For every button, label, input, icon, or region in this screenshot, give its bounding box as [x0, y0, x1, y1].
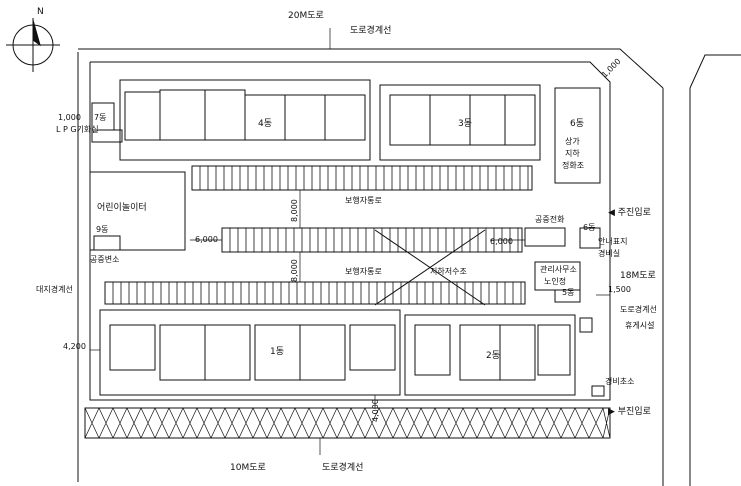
underground-tank-label: 지하저수조: [430, 266, 467, 276]
site-boundary: [77, 52, 611, 482]
east-road-boundary-label: 도로경계선: [620, 304, 657, 314]
parking-stalls: [112, 166, 529, 304]
dim-1000-ne: 1,000: [600, 57, 623, 80]
building-9-label: 9동: [96, 225, 108, 234]
pedestrian-road-label-1: 보행자통로: [345, 195, 382, 205]
dim-4200: 4,200: [63, 342, 86, 351]
dim-6000-west: 6,000: [195, 235, 218, 244]
north-arrow-icon: [6, 18, 60, 72]
small-buildings: [89, 102, 605, 397]
playground-label: 어린이놀이터: [97, 202, 147, 213]
dim-4000: 4,000: [371, 399, 380, 422]
dim-8000-b: 8,000: [290, 259, 299, 282]
pedestrian-road-label-2: 보행자통로: [345, 266, 382, 276]
rest-area-label: 휴게시설: [625, 320, 654, 330]
guard-post-label: 경비초소: [605, 376, 634, 386]
sign-booth-label-2: 경비실: [598, 248, 620, 258]
shop-label-3: 정화조: [562, 160, 584, 170]
north-road-label: 20M도로: [288, 11, 324, 21]
road-boundary-lines: [78, 48, 741, 486]
south-hatched-buffer: [84, 407, 611, 439]
building-2-label: 2동: [486, 350, 500, 361]
building-1-label: 1동: [270, 346, 284, 357]
shop-label-2: 지하: [565, 148, 580, 158]
building-6b-label: 6동: [583, 223, 595, 232]
bottom-road-boundary-label: 도로경계선: [322, 461, 363, 473]
building-4-label: 4동: [258, 118, 272, 129]
building-6-label: 6동: [570, 118, 584, 129]
dim-1000-nw: 1,000: [58, 113, 81, 122]
public-toilet-label: 공중변소: [90, 254, 119, 264]
underground-tank: [374, 229, 486, 306]
lpg-room-label: L P G기화실: [56, 124, 99, 134]
dim-6000-east: 6,000: [490, 237, 513, 246]
site-boundary-label: 대지경계선: [36, 284, 73, 294]
east-road-label: 18M도로: [620, 271, 656, 281]
building-3-label: 3동: [458, 118, 472, 129]
dim-8000-a: 8,000: [290, 199, 299, 222]
north-label: N: [37, 7, 44, 17]
building-7-label: 7동: [94, 113, 106, 122]
north-block: [119, 79, 601, 184]
dim-1500: 1,500: [608, 285, 631, 294]
building-5-label: 5동: [562, 288, 574, 297]
main-entrance-label: ◀ 주진입로: [608, 206, 651, 218]
south-road-label: 10M도로: [230, 463, 266, 473]
south-block: [99, 309, 576, 396]
public-phone-label: 공중전화: [535, 214, 565, 224]
top-road-boundary-label: 도로경계선: [350, 24, 391, 36]
mgmt-office-label-2: 노인정: [544, 276, 566, 286]
dimension-lines: [90, 28, 610, 455]
mgmt-office-label-1: 관리사무소: [540, 264, 577, 274]
shop-label-1: 상가: [565, 136, 580, 146]
sub-entrance-label: ▶ 부진입로: [608, 405, 651, 417]
sign-booth-label-1: 안내표지: [598, 236, 627, 246]
